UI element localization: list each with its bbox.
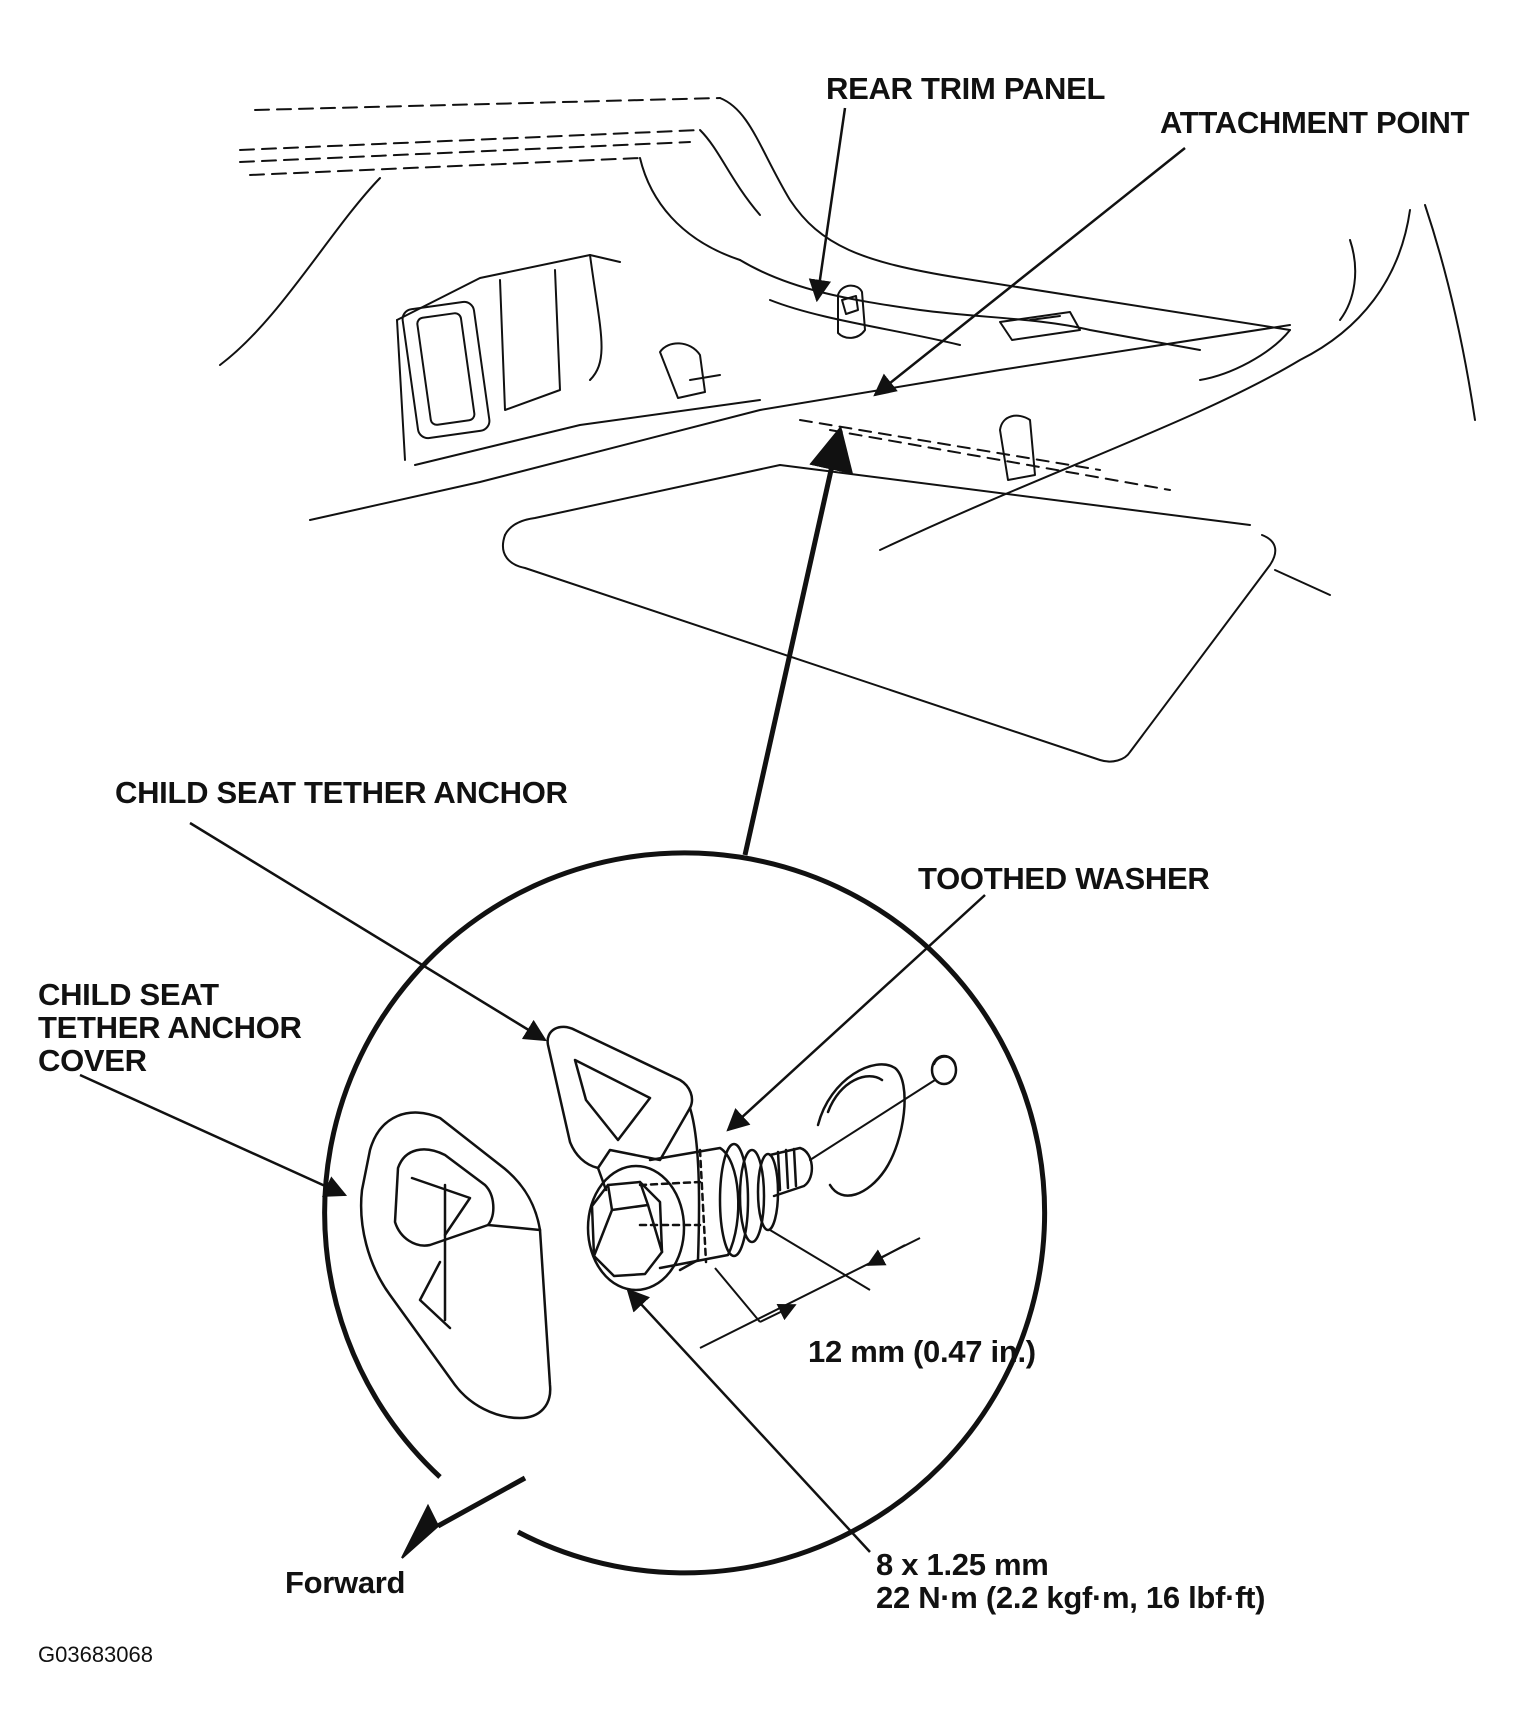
cover-leader <box>79 1073 348 1197</box>
detail-to-attachment-arrow <box>742 425 854 856</box>
label-cover-line3: COVER <box>38 1043 147 1078</box>
label-forward: Forward <box>285 1565 406 1600</box>
anchor-plate <box>546 1025 701 1272</box>
figure-code: G03683068 <box>38 1642 153 1667</box>
detail-circle <box>322 850 1048 1576</box>
label-bolt-size: 8 x 1.25 mm <box>876 1547 1049 1582</box>
tether-anchor-leader <box>189 821 547 1042</box>
label-torque: 22 N·m (2.2 kgf·m, 16 lbf·ft) <box>876 1580 1266 1615</box>
label-dimension: 12 mm (0.47 in.) <box>808 1334 1036 1369</box>
body-hole <box>816 1054 958 1197</box>
bolt-sleeve <box>638 1142 813 1270</box>
rear-shelf-illustration <box>219 97 1476 763</box>
toothed-washer-leader <box>726 894 986 1132</box>
label-child-seat-tether-anchor: CHILD SEAT TETHER ANCHOR <box>115 775 568 810</box>
forward-arrow-icon <box>401 1475 527 1559</box>
anchor-cover <box>359 1111 552 1420</box>
label-rear-trim-panel: REAR TRIM PANEL <box>826 71 1106 106</box>
rear-trim-panel-leader <box>808 107 847 303</box>
label-toothed-washer: TOOTHED WASHER <box>918 861 1210 896</box>
bolt-torque-leader <box>626 1288 871 1553</box>
dimension-lines <box>699 1229 921 1349</box>
label-cover-line1: CHILD SEAT <box>38 977 219 1012</box>
label-cover-line2: TETHER ANCHOR <box>38 1010 302 1045</box>
attachment-point-leader <box>873 147 1186 397</box>
bolt-head <box>586 1164 686 1292</box>
label-attachment-point: ATTACHMENT POINT <box>1160 105 1470 140</box>
leader-arrows <box>79 107 1186 1553</box>
